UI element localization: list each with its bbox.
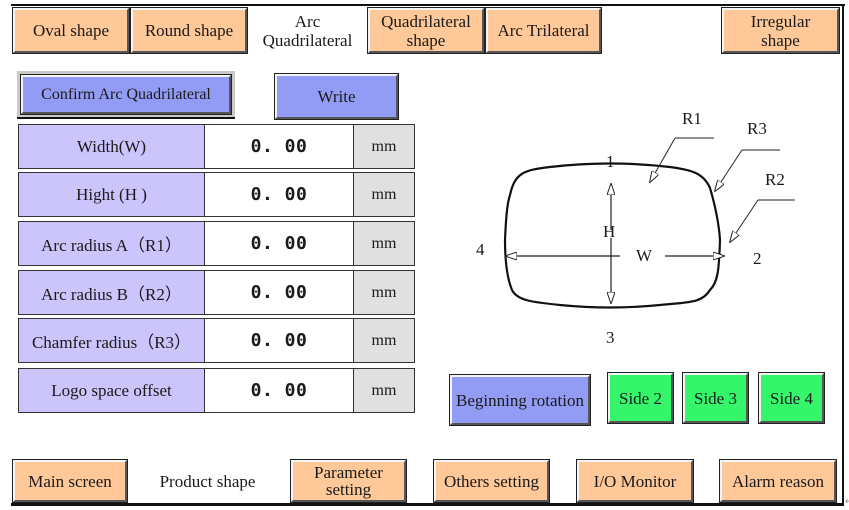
frame-top-line [11, 4, 845, 6]
write-label: Write [317, 87, 356, 106]
write-button[interactable]: Write [274, 73, 399, 120]
param-row-arc-radius-b: Arc radius B（R2） 0. 00 mm [18, 270, 415, 315]
tab-arc-quadrilateral-label: Arc Quadrilateral [262, 11, 353, 50]
r3-leader-arrow [715, 149, 743, 191]
r1-leader-arrow [650, 137, 676, 182]
tab-oval-shape[interactable]: Oval shape [12, 7, 130, 54]
side-label-3: 3 [606, 328, 615, 347]
nav-others-setting-label: Others setting [444, 471, 539, 491]
nav-others-setting[interactable]: Others setting [433, 459, 550, 503]
tab-oval-shape-label: Oval shape [32, 21, 109, 40]
r2-leader-arrow [730, 199, 759, 242]
frame-bottom-line [11, 503, 844, 506]
param-unit-chamfer-radius: mm [353, 318, 415, 363]
nav-parameter-setting[interactable]: Parameter setting [290, 459, 407, 503]
param-label-width: Width(W) [18, 124, 205, 169]
confirm-arc-quadrilateral-label: Confirm Arc Quadrilateral [41, 86, 211, 103]
param-label-arc-radius-b: Arc radius B（R2） [18, 270, 205, 315]
side-label-1: 1 [606, 152, 615, 171]
param-input-height[interactable]: 0. 00 [204, 172, 354, 217]
side-2-label: Side 2 [619, 388, 662, 408]
param-label-chamfer-radius: Chamfer radius（R3） [18, 318, 205, 363]
nav-parameter-setting-label: Parameter setting [314, 463, 383, 499]
tab-arc-trilateral[interactable]: Arc Trilateral [485, 7, 602, 54]
beginning-rotation-label: Beginning rotation [456, 390, 584, 410]
param-unit-width: mm [353, 124, 415, 169]
param-label-arc-radius-a: Arc radius A（R1） [18, 221, 205, 266]
param-row-height: Hight (H ) 0. 00 mm [18, 172, 415, 217]
side-3-button[interactable]: Side 3 [682, 372, 749, 424]
tab-round-shape[interactable]: Round shape [130, 7, 248, 54]
param-input-arc-radius-b[interactable]: 0. 00 [204, 270, 354, 315]
width-label: W [636, 246, 653, 265]
tab-round-shape-label: Round shape [144, 21, 234, 40]
shape-outline [503, 162, 722, 309]
param-label-height: Hight (H ) [18, 172, 205, 217]
param-unit-height: mm [353, 172, 415, 217]
tab-arc-trilateral-label: Arc Trilateral [497, 21, 590, 40]
nav-alarm-reason-label: Alarm reason [731, 471, 825, 491]
tab-irregular-shape[interactable]: Irregular shape [721, 7, 840, 54]
param-input-arc-radius-a[interactable]: 0. 00 [204, 221, 354, 266]
side-4-label: Side 4 [770, 388, 813, 408]
r3-label: R3 [747, 119, 767, 138]
param-input-chamfer-radius[interactable]: 0. 00 [204, 318, 354, 363]
nav-main-screen-label: Main screen [28, 471, 112, 491]
frame-right-line [842, 4, 844, 506]
side-2-button[interactable]: Side 2 [607, 372, 674, 424]
param-unit-arc-radius-a: mm [353, 221, 415, 266]
param-row-logo-offset: Logo space offset 0. 00 mm [18, 368, 415, 413]
nav-product-shape-label: Product shape [159, 471, 256, 491]
param-input-width[interactable]: 0. 00 [204, 124, 354, 169]
tab-arc-quadrilateral[interactable]: Arc Quadrilateral [250, 8, 365, 53]
param-unit-arc-radius-b: mm [353, 270, 415, 315]
nav-alarm-reason[interactable]: Alarm reason [719, 459, 837, 503]
param-row-arc-radius-a: Arc radius A（R1） 0. 00 mm [18, 221, 415, 266]
tab-irregular-shape-label: Irregular shape [750, 11, 811, 50]
nav-io-monitor[interactable]: I/O Monitor [576, 459, 694, 503]
beginning-rotation-button[interactable]: Beginning rotation [449, 374, 591, 426]
tab-quadrilateral-shape[interactable]: Quadrilateral shape [367, 7, 485, 54]
nav-product-shape[interactable]: Product shape [140, 460, 275, 502]
tab-quadrilateral-shape-label: Quadrilateral shape [381, 11, 471, 50]
param-unit-logo-offset: mm [353, 368, 415, 413]
param-input-logo-offset[interactable]: 0. 00 [204, 368, 354, 413]
corner-arrow-icon: ← [845, 497, 849, 507]
side-3-label: Side 3 [694, 388, 737, 408]
param-label-logo-offset: Logo space offset [18, 368, 205, 413]
arc-quadrilateral-diagram: 1 2 3 4 H W R1 R3 R2 [476, 109, 795, 347]
side-label-2: 2 [753, 249, 762, 268]
nav-main-screen[interactable]: Main screen [12, 459, 128, 503]
param-row-chamfer-radius: Chamfer radius（R3） 0. 00 mm [18, 318, 415, 363]
r1-label: R1 [682, 109, 702, 128]
nav-io-monitor-label: I/O Monitor [593, 471, 677, 491]
confirm-arc-quadrilateral-button[interactable]: Confirm Arc Quadrilateral [20, 74, 232, 115]
height-label: H [603, 222, 615, 241]
side-4-button[interactable]: Side 4 [758, 372, 825, 424]
param-row-width: Width(W) 0. 00 mm [18, 124, 415, 169]
r2-label: R2 [765, 170, 785, 189]
side-label-4: 4 [476, 240, 485, 259]
